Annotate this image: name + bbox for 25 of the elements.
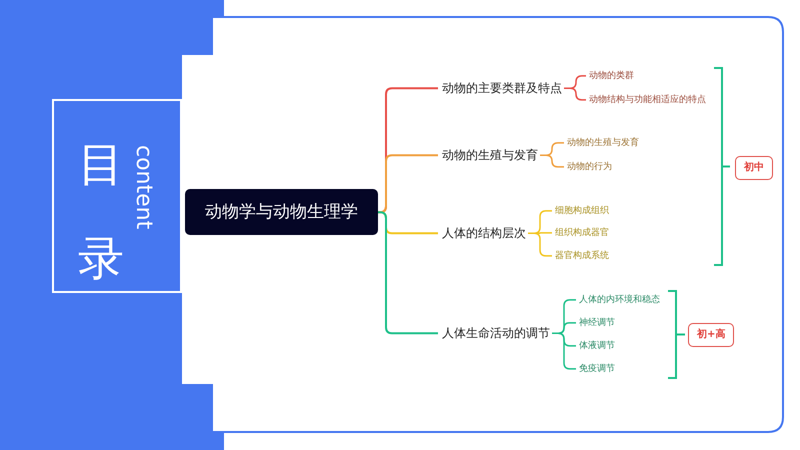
leaf-text: 动物结构与功能相适应的特点	[588, 94, 707, 106]
branch-line	[564, 87, 586, 101]
branch-text: 动物的生殖与发育	[440, 147, 540, 164]
title-box	[52, 99, 182, 293]
branch-line	[378, 211, 438, 334]
branch-text: 人体的结构层次	[440, 225, 528, 242]
root-box: 动物学与动物生理学	[185, 189, 378, 236]
leaf-text: 动物的生殖与发育	[566, 136, 640, 150]
level-tag: 初+高	[688, 323, 734, 347]
leaf-text: 免疫调节	[578, 362, 616, 376]
leaf-text: 体液调节	[578, 340, 616, 352]
leaf-text: 神经调节	[578, 316, 616, 330]
branch-line	[378, 154, 438, 214]
leaf-text: 人体的内环境和稳态	[578, 294, 661, 306]
leaf-text: 细胞构成组织	[554, 204, 610, 218]
level-tag: 初中	[735, 156, 773, 180]
leaf-text: 动物的行为	[566, 160, 613, 174]
branch-text: 人体生命活动的调节	[440, 325, 552, 342]
title-text: 目录	[78, 136, 125, 287]
leaf-text: 器官构成系统	[554, 250, 610, 262]
branch-line	[540, 154, 564, 168]
branch-text: 动物的主要类群及特点	[440, 80, 564, 96]
subtitle-text: content	[132, 145, 154, 230]
leaf-text: 组织构成器官	[554, 226, 610, 240]
leaf-text: 动物的类群	[588, 70, 635, 82]
